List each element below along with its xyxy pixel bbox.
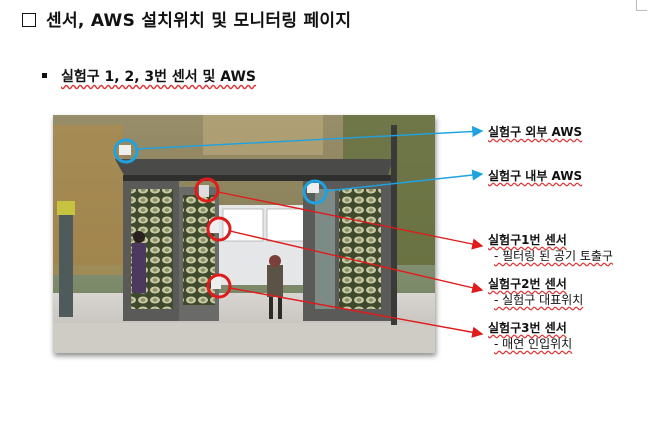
section-bullet-text: 실험구 1, 2, 3번 센서 및 AWS [61,69,256,85]
sensor1-desc-text: - 필터링 된 공기 토출구 [494,249,613,263]
page-title: 센서, AWS 설치위치 및 모니터링 페이지 [22,6,351,31]
inner-aws-arrow [325,169,484,192]
outer-aws-label-text: 실험구 외부 AWS [488,125,583,139]
checkbox-square-icon [22,13,36,27]
outer-aws-marker [113,138,139,164]
sensor1-arrow [217,191,484,250]
sensor3-arrow [229,287,484,338]
sensor2-arrow [229,230,484,294]
sensor2-desc: - 실험구 대표위치 [494,291,583,308]
sensor2-marker [206,216,232,242]
inner-aws-marker [302,179,328,205]
sensor2-title-text: 실험구2번 센서 [488,277,567,291]
outer-aws-label: 실험구 외부 AWS [488,123,582,140]
sensor3-title: 실험구3번 센서 [488,319,567,336]
sensor3-marker [206,273,232,299]
inner-aws-label-text: 실험구 내부 AWS [488,169,583,183]
outer-aws-arrow [136,125,484,150]
inner-aws-label: 실험구 내부 AWS [488,167,582,184]
sensor1-title: 실험구1번 센서 [488,231,567,248]
section-bullet: 실험구 1, 2, 3번 센서 및 AWS [42,66,256,86]
sensor2-desc-text: - 실험구 대표위치 [494,293,584,307]
bullet-square-icon [42,73,47,78]
sensor1-marker [194,177,220,203]
sensor2-title: 실험구2번 센서 [488,275,567,292]
sensor3-title-text: 실험구3번 센서 [488,321,567,335]
sensor3-desc: - 매연 인입위치 [494,335,572,352]
page-corner-mark [636,0,647,11]
page-title-text: 센서, AWS 설치위치 및 모니터링 페이지 [46,11,352,31]
sensor1-title-text: 실험구1번 센서 [488,233,567,247]
sensor1-desc: - 필터링 된 공기 토출구 [494,247,613,264]
sensor3-desc-text: - 매연 인입위치 [494,337,573,351]
